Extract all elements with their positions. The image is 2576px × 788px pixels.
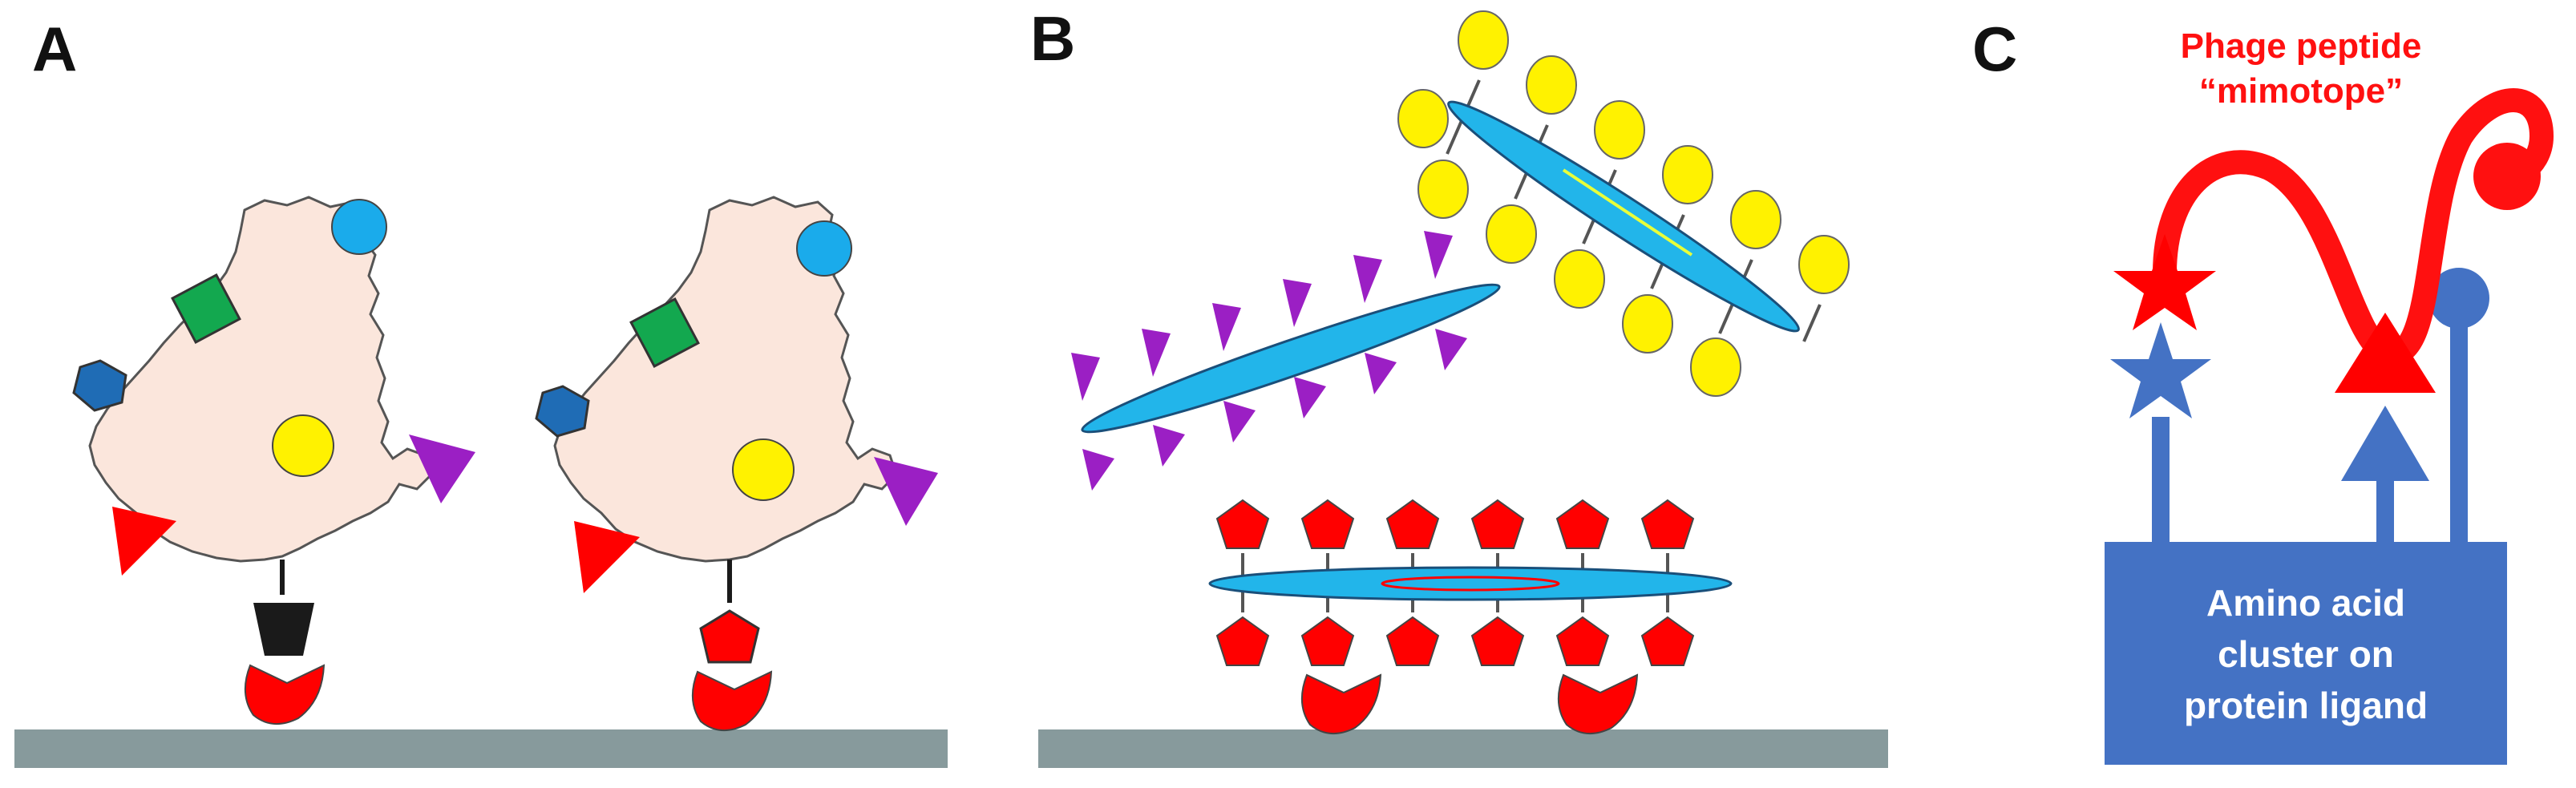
red-triangle-icon [112,507,176,576]
red-cup-receptor-icon [1300,673,1382,734]
blue-circle-icon [2428,268,2489,329]
yellow-ovals [1397,10,1850,397]
red-pentagons-top [1215,499,1695,549]
red-pentagon-icon [1640,499,1695,549]
blue-stem [2376,478,2394,545]
phage-peptide-chain [2153,88,2554,366]
panel-c: C Phage peptide “mimotope” Amino acid cl… [1972,14,2554,765]
red-triangle-icon [2335,313,2436,393]
blue-triangle-icon [2341,406,2429,481]
mimotope-label-line1: Phage peptide [2181,26,2422,66]
yellow-circle-icon [272,414,334,477]
purple-triangle-icon [1435,329,1467,370]
purple-triangle-icon [1294,377,1326,418]
mimotope-label-line2: “mimotope” [2199,71,2403,111]
black-trapezoid-icon [253,603,314,656]
red-pentagon-icon [1300,499,1355,549]
purple-decorated-rod [1071,231,1501,491]
blue-pentagon-icon [72,359,127,412]
red-cup-receptor-icon [1557,673,1639,734]
yellow-oval-icon [1662,145,1713,204]
red-star-icon [2113,234,2216,330]
red-pentagon-icon [699,609,760,664]
red-pentagon-icon [1470,499,1525,549]
panel-b-surface [1038,729,1888,768]
blue-pentagon-icon [535,385,590,438]
red-cup-receptor-icon [691,670,773,731]
purple-triangle-icon [1365,353,1397,394]
panel-a: A [14,14,948,768]
red-pentagon-icon [1555,499,1610,549]
panel-a-label: A [32,14,77,84]
panel-a-surface [14,729,948,768]
panel-b-label: B [1030,3,1075,74]
red-pentagon-icon [1300,616,1355,666]
cluster-label-line1: Amino acid [2206,582,2405,624]
cluster-label-line2: cluster on [2218,633,2394,675]
protein-right [535,196,938,731]
purple-triangle-icon [1424,231,1453,279]
red-pentagon-icon [1640,616,1695,666]
amino-acid-cluster-box [2105,542,2507,765]
purple-rod-body [1081,283,1501,434]
yellow-rod-highlight [1562,168,1693,257]
yellow-oval-icon [1554,249,1605,309]
red-pentagons-bottom [1215,616,1695,666]
purple-triangle-icon [409,434,475,503]
purple-triangle-icon [1283,279,1312,327]
red-rod-body [1208,566,1733,601]
cyan-circle-icon [796,220,852,277]
blue-star-icon [2110,322,2211,418]
purple-triangle-icon [1071,353,1100,401]
red-circle-icon [2473,143,2541,210]
yellow-oval-icon [1417,160,1469,219]
yellow-oval-icon [1486,204,1537,264]
blue-stem [2450,305,2468,545]
yellow-oval-icon [1458,10,1509,70]
red-pentagon-icon [1470,616,1525,666]
panel-b: B [1030,3,1888,768]
green-square-icon [171,273,241,344]
red-rod-highlight [1381,576,1560,592]
yellow-oval-icon [1622,294,1673,354]
purple-triangle-icon [1212,303,1241,351]
yellow-oval-icon [1798,235,1850,294]
phage-peptide [2113,88,2554,393]
red-triangle-icon [574,521,640,593]
protein-right-body [553,196,898,563]
purple-triangle-icon [1142,329,1171,377]
red-pentagon-rod [1208,499,1733,734]
yellow-oval-icon [1594,100,1645,160]
yellow-rod-body [1447,100,1800,333]
yellow-oval-icon [1397,89,1449,148]
red-cup-receptor-icon [244,664,326,725]
yellow-oval-icon [1730,190,1781,249]
blue-stem [2152,417,2170,545]
purple-triangle-icon [1353,255,1382,303]
red-pentagon-icon [1215,616,1270,666]
red-pentagon-icon [1385,499,1440,549]
yellow-oval-icon [1690,337,1741,397]
cluster-label-line3: protein ligand [2184,685,2428,726]
protein-left-body [88,196,433,563]
purple-triangle-icon [1082,449,1114,491]
panel-c-label: C [1972,14,2017,84]
blue-residues [2110,268,2489,545]
yellow-oval-icon [1526,55,1577,115]
purple-triangle-icon [1153,425,1185,467]
red-pentagon-icon [1555,616,1610,666]
red-pentagon-icon [1215,499,1270,549]
yellow-circle-icon [732,438,795,501]
purple-triangle-icon [1223,401,1256,442]
purple-triangle-icon [874,457,938,526]
cyan-circle-icon [331,199,387,255]
green-square-icon [629,297,700,368]
protein-left [72,196,475,725]
yellow-decorated-rod [1397,10,1850,397]
red-pentagon-icon [1385,616,1440,666]
purple-triangles [1071,231,1467,491]
